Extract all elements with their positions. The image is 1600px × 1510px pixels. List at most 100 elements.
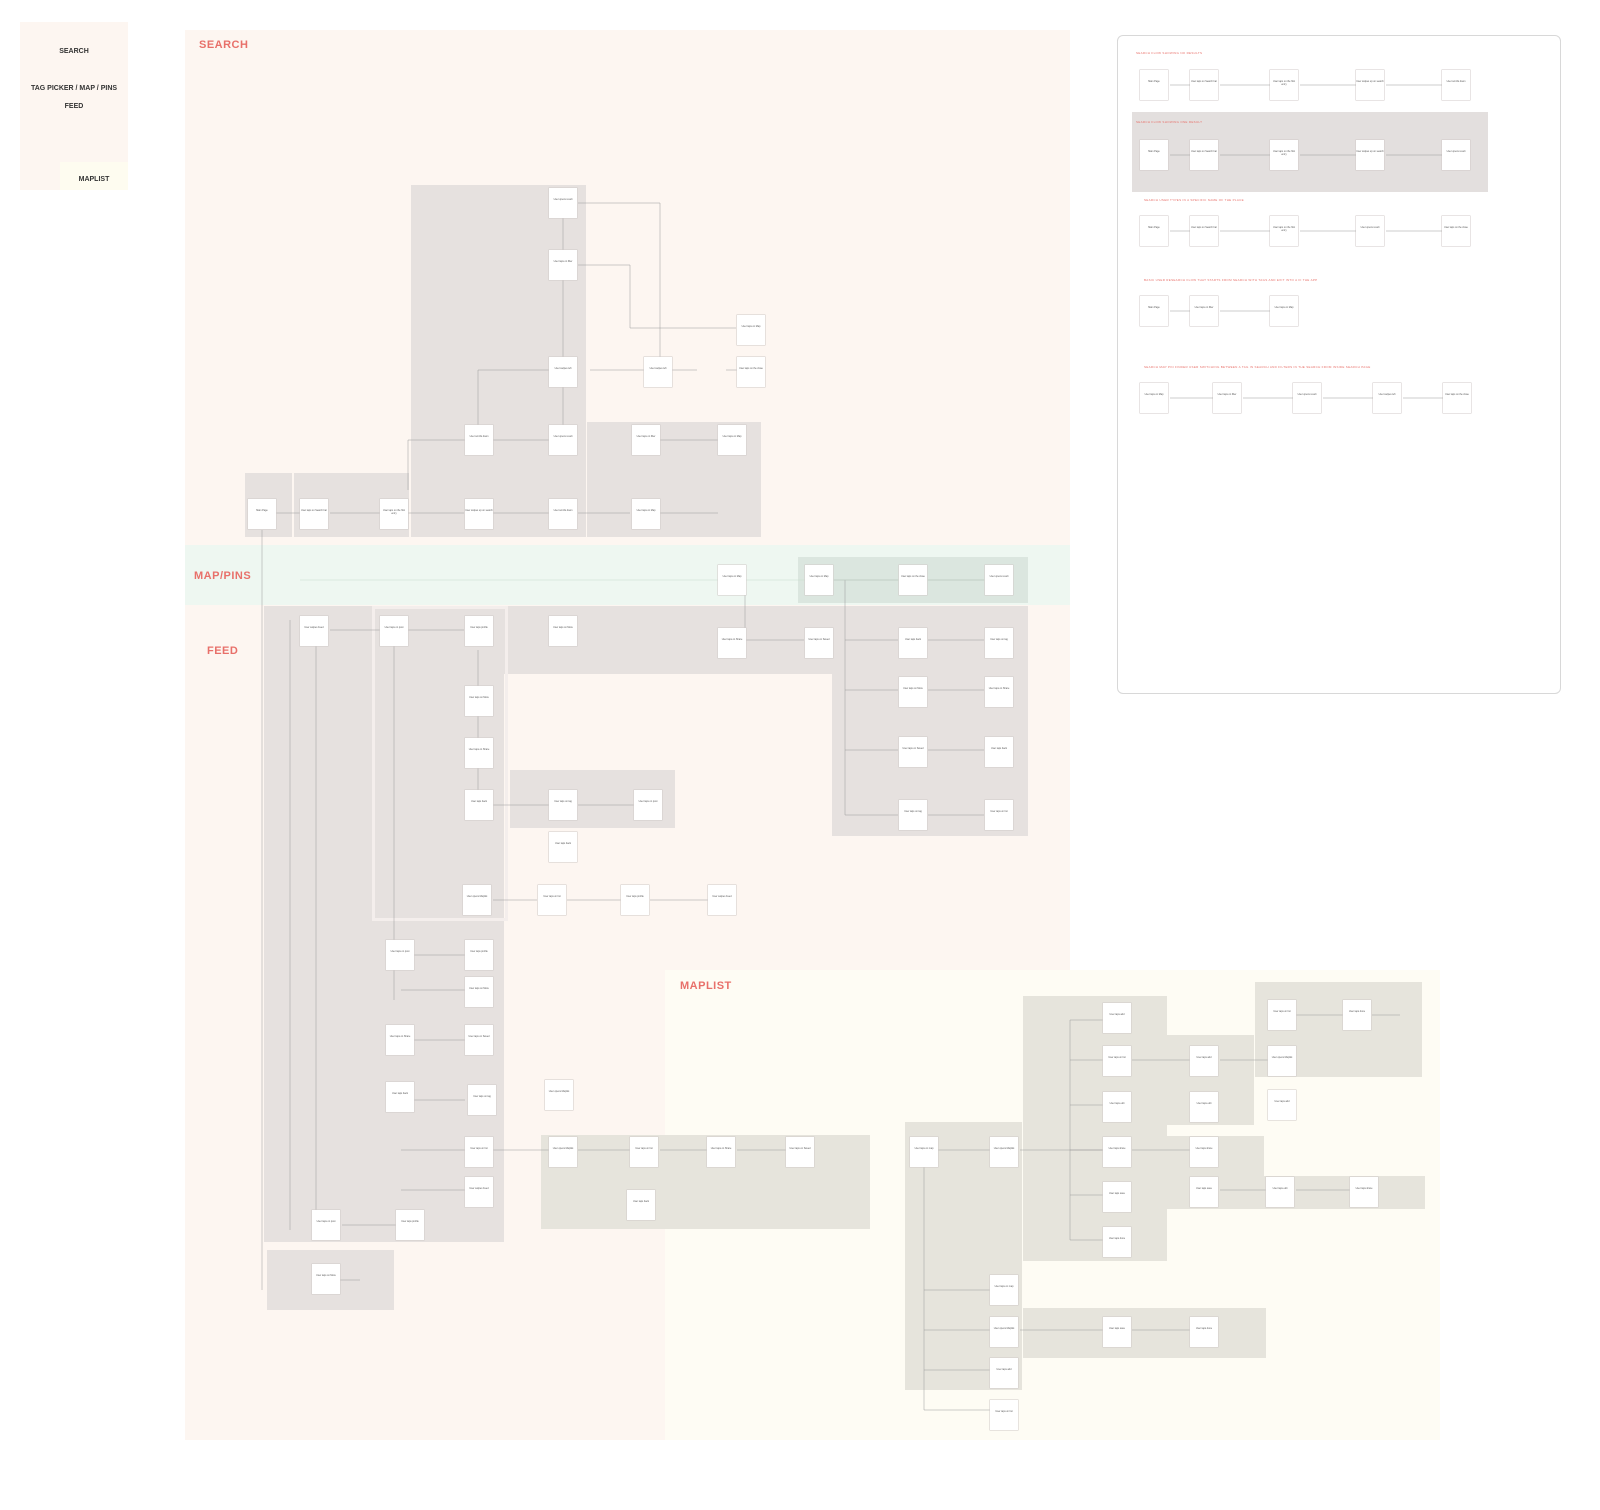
search-screen-swipe-up[interactable]: User swipes up on search — [465, 499, 493, 529]
maplist-screen-13[interactable]: User taps on list — [1268, 1000, 1296, 1030]
panel-row3-screen-2[interactable]: User taps on Search bar — [1190, 216, 1218, 246]
feed-screen-list-13[interactable]: User taps on More — [312, 1264, 340, 1294]
feed-screen-link-4[interactable]: User taps on Saved — [786, 1137, 814, 1167]
maplist-screen-24[interactable]: User taps on list — [990, 1400, 1018, 1430]
feed-screen-link-3[interactable]: User taps on Share — [707, 1137, 735, 1167]
feed-screen-right-5[interactable]: User taps on Saved — [899, 737, 927, 767]
feed-screen-right-1[interactable]: User taps back — [899, 628, 927, 658]
feed-screen-col-6[interactable]: User taps back — [549, 832, 577, 862]
maplist-screen-14[interactable]: User taps done — [1343, 1000, 1371, 1030]
feed-screen-swipe[interactable]: User swipes Feed — [300, 616, 328, 646]
feed-screen-list-12[interactable]: User taps profile — [396, 1210, 424, 1240]
maplist-screen-12[interactable]: User taps save — [1190, 1177, 1218, 1207]
panel-row4-screen-1[interactable]: Main Page — [1140, 296, 1168, 326]
panel-row1-screen-2[interactable]: User taps on Search bar — [1190, 70, 1218, 100]
panel-row2-screen-1[interactable]: Main Page — [1140, 140, 1168, 170]
feed-screen-list-9[interactable]: User taps on list — [465, 1137, 493, 1167]
feed-screen-list-4[interactable]: User taps on Share — [386, 1025, 414, 1055]
panel-row3-screen-5[interactable]: User taps on the close — [1442, 216, 1470, 246]
maplist-screen-16[interactable]: User taps add — [1268, 1090, 1296, 1120]
search-screen-scroll[interactable]: User scrolls down — [549, 499, 577, 529]
maplist-screen-23[interactable]: User taps add — [990, 1358, 1018, 1388]
feed-screen-col-2[interactable]: User taps on Share — [465, 738, 493, 768]
feed-screen-col-3[interactable]: User taps back — [465, 790, 493, 820]
panel-row1-screen-3[interactable]: User taps on the first entry — [1270, 70, 1298, 100]
maplist-screen-8[interactable]: User taps done — [1103, 1227, 1131, 1257]
feed-screen-link-2[interactable]: User taps on list — [630, 1137, 658, 1167]
feed-screen-right-6[interactable]: User taps back — [985, 737, 1013, 767]
feed-screen-list-1[interactable]: User taps on post — [386, 940, 414, 970]
maplist-screen-4[interactable]: User taps on list — [1103, 1046, 1131, 1076]
search-screen-close[interactable]: User taps on the close — [737, 357, 765, 387]
search-screen-result-4[interactable]: User scrolls down — [465, 425, 493, 455]
feed-screen-post[interactable]: User taps on post — [380, 616, 408, 646]
search-screen-result-5[interactable]: User opens result — [549, 425, 577, 455]
search-screen-result-1[interactable]: User opens result — [549, 188, 577, 218]
feed-screen-right-8[interactable]: User taps on list — [985, 800, 1013, 830]
feed-screen-col-1[interactable]: User taps on More — [465, 686, 493, 716]
search-screen-filter-2[interactable]: User taps on Map — [718, 425, 746, 455]
maplist-screen-9[interactable]: User taps add — [1190, 1046, 1218, 1076]
map-screen-2[interactable]: User taps on Map — [805, 565, 833, 595]
maplist-screen-19[interactable]: User taps on map — [990, 1275, 1018, 1305]
feed-screen-col-7[interactable]: User opens Maplist — [463, 885, 491, 915]
maplist-screen-18[interactable]: User taps share — [1350, 1177, 1378, 1207]
feed-screen-profile[interactable]: User taps profile — [465, 616, 493, 646]
panel-row4-screen-2[interactable]: User taps on filter — [1190, 296, 1218, 326]
panel-row5-screen-5[interactable]: User taps on the close — [1443, 383, 1471, 413]
maplist-screen-22[interactable]: User taps done — [1190, 1317, 1218, 1347]
search-screen-first-entry[interactable]: User taps on the first entry — [380, 499, 408, 529]
maplist-screen-20[interactable]: User opens Maplist — [990, 1317, 1018, 1347]
map-screen-4[interactable]: User opens result — [985, 565, 1013, 595]
panel-row3-screen-1[interactable]: Main Page — [1140, 216, 1168, 246]
panel-row1-screen-4[interactable]: User swipes up on search — [1356, 70, 1384, 100]
search-screen-tap-search-bar[interactable]: User taps on Search bar — [300, 499, 328, 529]
feed-screen-link-5[interactable]: User taps back — [627, 1190, 655, 1220]
feed-screen-col-10[interactable]: User swipes Feed — [708, 885, 736, 915]
map-screen-3[interactable]: User taps on the close — [899, 565, 927, 595]
search-screen-filter-1[interactable]: User taps on filter — [632, 425, 660, 455]
maplist-screen-7[interactable]: User taps save — [1103, 1182, 1131, 1212]
feed-screen-list-11[interactable]: User taps on post — [312, 1210, 340, 1240]
feed-screen-list-6[interactable]: User taps back — [386, 1082, 414, 1112]
feed-screen-more[interactable]: User taps on More — [549, 616, 577, 646]
feed-screen-list-5[interactable]: User taps on Saved — [465, 1025, 493, 1055]
search-screen-result-3[interactable]: User swipes left — [549, 357, 577, 387]
maplist-screen-6[interactable]: User taps share — [1103, 1137, 1131, 1167]
feed-screen-saved[interactable]: User taps on Saved — [805, 628, 833, 658]
panel-row2-screen-4[interactable]: User swipes up on search — [1356, 140, 1384, 170]
panel-row2-screen-3[interactable]: User taps on the first entry — [1270, 140, 1298, 170]
panel-row5-screen-1[interactable]: User taps on Map — [1140, 383, 1168, 413]
panel-row5-screen-4[interactable]: User swipes left — [1373, 383, 1401, 413]
maplist-screen-11[interactable]: User taps share — [1190, 1137, 1218, 1167]
maplist-screen-21[interactable]: User taps save — [1103, 1317, 1131, 1347]
maplist-screen-17[interactable]: User taps edit — [1266, 1177, 1294, 1207]
maplist-screen-1[interactable]: User taps on map — [910, 1137, 938, 1167]
feed-screen-right-7[interactable]: User taps on tag — [899, 800, 927, 830]
search-screen-swipe[interactable]: User swipes left — [644, 357, 672, 387]
panel-row3-screen-4[interactable]: User opens result — [1356, 216, 1384, 246]
feed-screen-right-4[interactable]: User taps on Share — [985, 677, 1013, 707]
feed-screen-col-8[interactable]: User taps on list — [538, 885, 566, 915]
search-screen-filter-3[interactable]: User taps on Map — [632, 499, 660, 529]
feed-screen-right-2[interactable]: User taps on tag — [985, 628, 1013, 658]
feed-screen-list-7[interactable]: User taps on tag — [468, 1085, 496, 1115]
feed-screen-list-2[interactable]: User taps profile — [465, 940, 493, 970]
feed-screen-col-4[interactable]: User taps on tag — [549, 790, 577, 820]
search-screen-result-2[interactable]: User taps on filter — [549, 250, 577, 280]
feed-screen-col-5[interactable]: User taps on post — [634, 790, 662, 820]
panel-row3-screen-3[interactable]: User taps on the first entry — [1270, 216, 1298, 246]
maplist-screen-10[interactable]: User taps edit — [1190, 1092, 1218, 1122]
feed-screen-link-1[interactable]: User opens Maplist — [549, 1137, 577, 1167]
maplist-screen-5[interactable]: User taps edit — [1103, 1092, 1131, 1122]
maplist-screen-2[interactable]: User opens Maplist — [990, 1137, 1018, 1167]
maplist-screen-15[interactable]: User opens Maplist — [1268, 1046, 1296, 1076]
panel-row5-screen-2[interactable]: User taps on filter — [1213, 383, 1241, 413]
feed-screen-share[interactable]: User taps on Share — [718, 628, 746, 658]
feed-screen-col-9[interactable]: User taps profile — [621, 885, 649, 915]
search-screen-main-page[interactable]: Main Page — [248, 499, 276, 529]
panel-row1-screen-1[interactable]: Main Page — [1140, 70, 1168, 100]
map-screen-1[interactable]: User taps on Map — [718, 565, 746, 595]
panel-row4-screen-3[interactable]: User taps on Map — [1270, 296, 1298, 326]
panel-row2-screen-5[interactable]: User opens result — [1442, 140, 1470, 170]
